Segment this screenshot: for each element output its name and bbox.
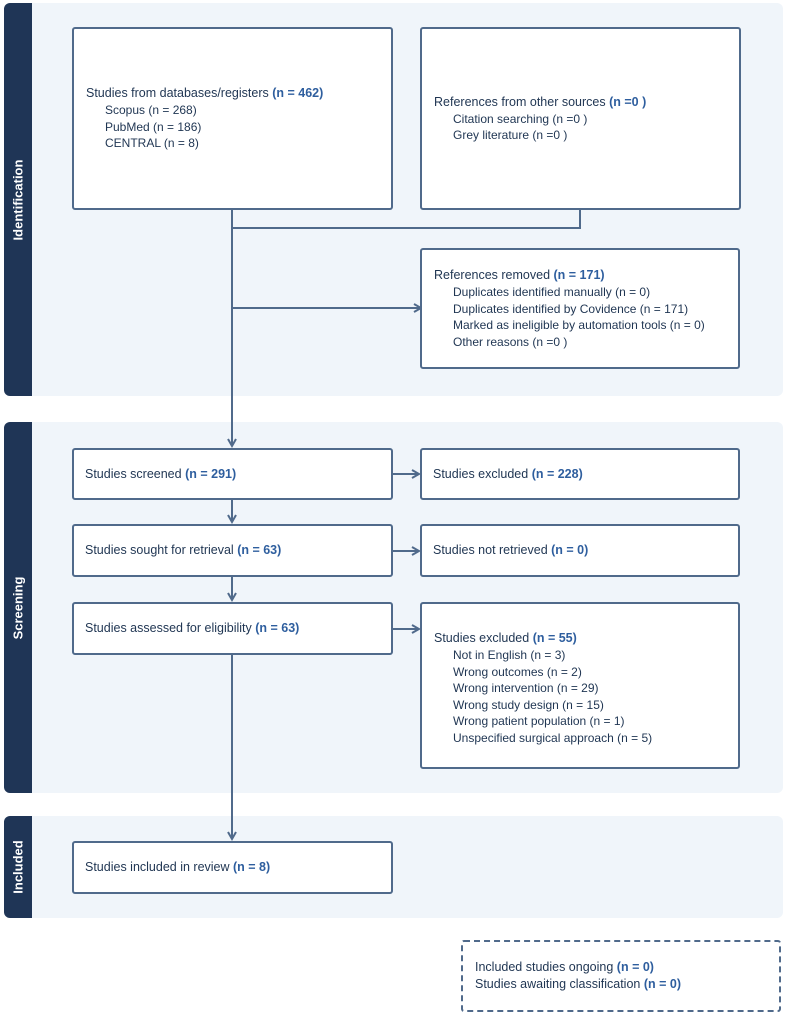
ongoing-count1: (n = 0): [616, 960, 654, 974]
removed-box: References removed (n = 171) Duplicates …: [420, 248, 740, 369]
excluded-reason-population: Wrong patient population (n = 1): [453, 714, 625, 728]
other-sources-count: (n =0 ): [609, 94, 647, 109]
not-retrieved-title: Studies not retrieved: [433, 543, 548, 557]
ongoing-line2: Studies awaiting classification: [475, 977, 641, 991]
not-retrieved-count: (n = 0): [551, 543, 589, 557]
excluded-eligibility-box: Studies excluded (n = 55) Not in English…: [420, 602, 740, 769]
databases-count: (n = 462): [272, 86, 324, 101]
removed-item-manual: Duplicates identified manually (n = 0): [453, 285, 651, 299]
screened-box: Studies screened (n = 291): [72, 448, 393, 500]
screening-label: Screening: [4, 422, 32, 793]
included-label: Included: [4, 816, 32, 918]
sought-count: (n = 63): [237, 543, 282, 557]
sought-title: Studies sought for retrieval: [85, 543, 234, 557]
removed-title: References removed: [434, 268, 551, 282]
other-sources-title: References from other sources: [434, 94, 606, 109]
excluded-eligibility-count: (n = 55): [532, 631, 577, 645]
excluded-eligibility-title: Studies excluded: [434, 631, 530, 645]
databases-item-pubmed: PubMed (n = 186): [105, 119, 202, 134]
other-sources-item-grey: Grey literature (n =0 ): [453, 128, 568, 142]
excluded-title: Studies excluded: [433, 466, 529, 481]
assessed-title: Studies assessed for eligibility: [85, 621, 252, 635]
screened-title: Studies screened: [85, 466, 182, 481]
excluded-box: Studies excluded (n = 228): [420, 448, 740, 500]
other-sources-item-citation: Citation searching (n =0 ): [453, 111, 588, 126]
databases-title: Studies from databases/registers: [86, 86, 269, 101]
included-review-box: Studies included in review (n = 8): [72, 841, 393, 894]
excluded-reason-english: Not in English (n = 3): [453, 648, 566, 662]
ongoing-box: Included studies ongoing (n = 0) Studies…: [461, 940, 781, 1012]
other-sources-box: References from other sources (n =0 ) Ci…: [420, 27, 741, 210]
assessed-count: (n = 63): [255, 621, 300, 635]
assessed-box: Studies assessed for eligibility (n = 63…: [72, 602, 393, 655]
databases-item-scopus: Scopus (n = 268): [105, 103, 197, 118]
excluded-reason-surgical: Unspecified surgical approach (n = 5): [453, 730, 653, 745]
included-review-count: (n = 8): [233, 860, 271, 874]
not-retrieved-box: Studies not retrieved (n = 0): [420, 524, 740, 577]
removed-item-automation: Marked as ineligible by automation tools…: [453, 318, 705, 332]
excluded-reason-intervention: Wrong intervention (n = 29): [453, 681, 599, 695]
excluded-count: (n = 228): [531, 466, 583, 481]
removed-item-other: Other reasons (n =0 ): [453, 334, 568, 349]
databases-item-central: CENTRAL (n = 8): [105, 136, 199, 151]
screened-count: (n = 291): [185, 466, 237, 481]
included-review-title: Studies included in review: [85, 860, 230, 874]
identification-label: Identification: [4, 3, 32, 396]
ongoing-line1: Included studies ongoing: [475, 960, 614, 974]
removed-count: (n = 171): [553, 268, 605, 282]
ongoing-count2: (n = 0): [643, 977, 682, 991]
excluded-reason-design: Wrong study design (n = 15): [453, 697, 604, 712]
sought-box: Studies sought for retrieval (n = 63): [72, 524, 393, 577]
databases-box: Studies from databases/registers (n = 46…: [72, 27, 393, 210]
excluded-reason-outcomes: Wrong outcomes (n = 2): [453, 664, 582, 679]
removed-item-covidence: Duplicates identified by Covidence (n = …: [453, 301, 689, 316]
